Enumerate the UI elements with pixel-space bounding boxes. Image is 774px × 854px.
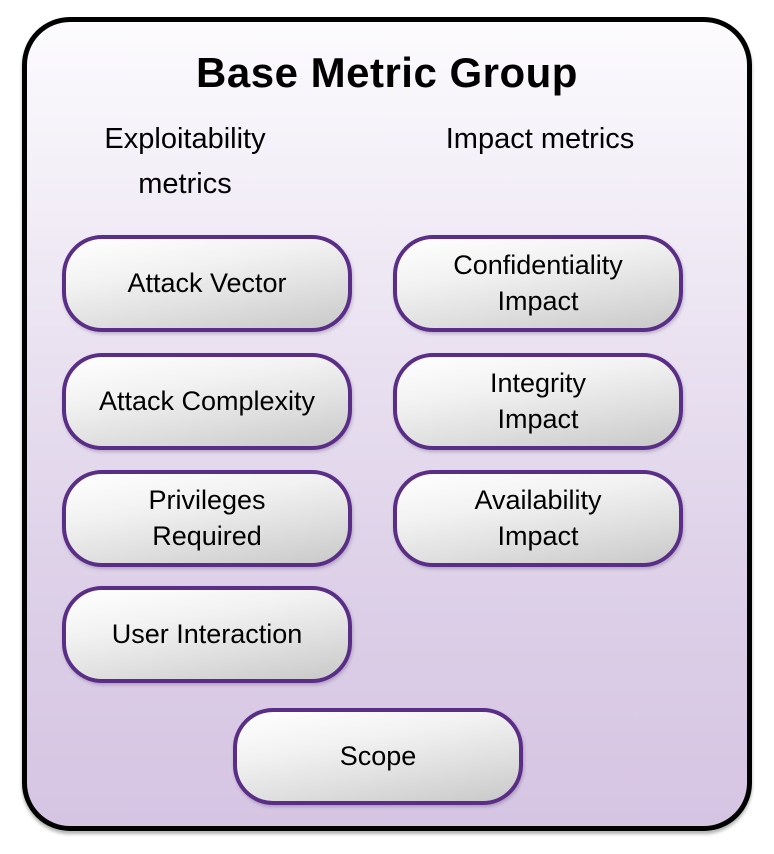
pill-user-interaction: User Interaction [62,586,352,683]
column-header-impact-metrics: Impact metrics [445,123,635,155]
pill-scope: Scope [233,708,523,805]
pill-attack-vector: Attack Vector [62,235,352,332]
base-metric-group-box: Base Metric Group Exploitability metrics… [22,17,752,831]
pill-attack-complexity: Attack Complexity [62,353,352,450]
diagram-title: Base Metric Group [196,49,578,96]
pill-availability-impact: Availability Impact [393,470,683,567]
column-header-exploitability-metrics: Exploitability metrics [104,123,266,200]
pill-integrity-impact: Integrity Impact [393,353,683,450]
pill-privileges-required: Privileges Required [62,470,352,567]
pill-confidentiality-impact: Confidentiality Impact [393,235,683,332]
